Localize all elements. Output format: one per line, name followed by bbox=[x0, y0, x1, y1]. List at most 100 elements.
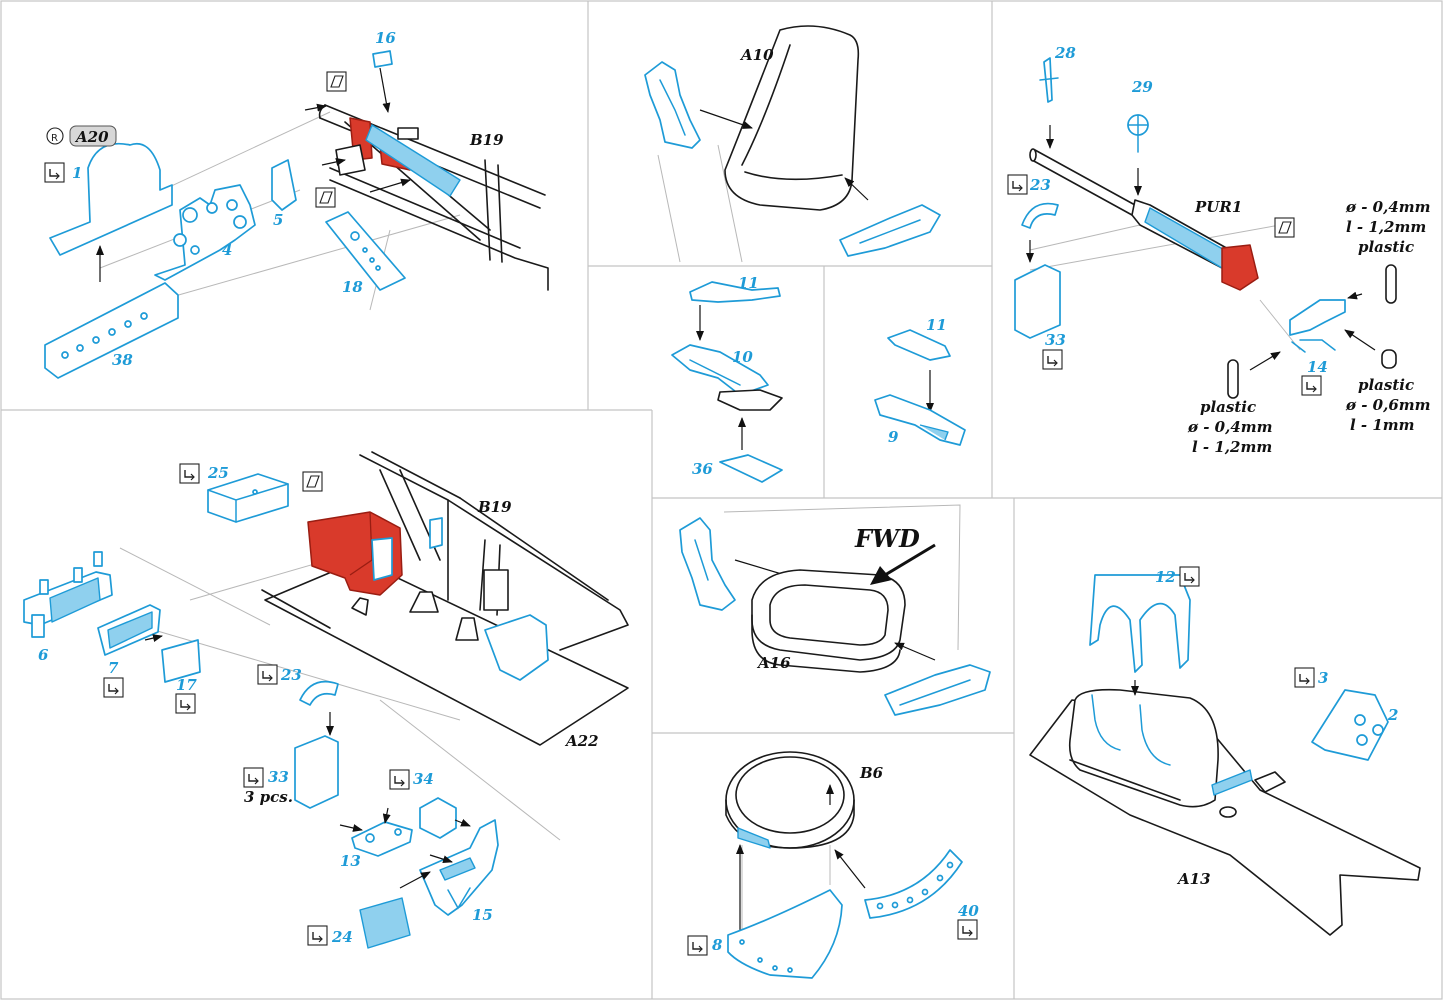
part-11-belt bbox=[689, 281, 781, 303]
part-36-pad bbox=[719, 454, 783, 483]
bend-symbol-icon bbox=[257, 664, 278, 685]
quantity-label: 3 pcs. bbox=[244, 788, 293, 806]
part-pur1-label: PUR1 bbox=[1194, 198, 1242, 216]
panel-cockpit: B19 A22 25 6 7 17 23 33 3 pcs. bbox=[23, 451, 629, 949]
plastic-pin-upper bbox=[1385, 264, 1397, 304]
part-34-label: 34 bbox=[413, 770, 434, 788]
part-28-label: 28 bbox=[1054, 44, 1076, 62]
part-17-label: 17 bbox=[176, 676, 197, 694]
part-25-label: 25 bbox=[207, 464, 229, 482]
part-23a-label: 23 bbox=[1029, 176, 1051, 194]
harness-left-b bbox=[679, 517, 736, 611]
part-11b-label: 11 bbox=[926, 316, 947, 334]
part-13-label: 13 bbox=[340, 852, 361, 870]
paint-symbol-icon bbox=[315, 187, 336, 208]
part-6-label: 6 bbox=[38, 646, 49, 664]
part-a16-label: A16 bbox=[756, 654, 791, 672]
floor-a22 bbox=[264, 559, 629, 746]
fwd-label: FWD bbox=[854, 524, 920, 553]
part-b19-mid-label: B19 bbox=[477, 498, 512, 516]
bend-symbol-icon bbox=[179, 463, 200, 484]
spec-lower-right-diameter: ø - 0,6mm bbox=[1345, 396, 1431, 414]
frame-b19-mid bbox=[359, 451, 629, 651]
bend-symbol-icon bbox=[1294, 667, 1315, 688]
panel-belts-left: 11 10 36 bbox=[671, 274, 783, 483]
spec-upper-length: l - 1,2mm bbox=[1346, 218, 1426, 236]
part-23-strap-b bbox=[299, 680, 339, 706]
spec-lower-right-length: l - 1mm bbox=[1350, 416, 1415, 434]
spec-upper-diameter: ø - 0,4mm bbox=[1345, 198, 1431, 216]
plastic-pin-lower bbox=[1227, 359, 1239, 399]
part-2-label: 2 bbox=[1387, 706, 1398, 724]
spec-lower-left-length: l - 1,2mm bbox=[1192, 438, 1272, 456]
part-11a-label: 11 bbox=[738, 274, 759, 292]
part-38-label: 38 bbox=[112, 351, 133, 369]
part-a20-label: A20 bbox=[74, 128, 109, 146]
red-part-gun-bracket bbox=[1221, 244, 1259, 291]
svg-text:R: R bbox=[51, 133, 58, 144]
part-14-label: 14 bbox=[1307, 358, 1328, 376]
part-a13-label: A13 bbox=[1176, 870, 1211, 888]
part-33-box bbox=[1014, 264, 1061, 339]
bend-symbol-icon bbox=[307, 925, 328, 946]
part-15-label: 15 bbox=[472, 906, 493, 924]
part-3-label: 3 bbox=[1318, 669, 1328, 687]
part-8-strap bbox=[727, 889, 843, 979]
seat-a10 bbox=[724, 25, 860, 211]
panel-seat: A10 bbox=[644, 25, 941, 263]
part-33a-label: 33 bbox=[1045, 331, 1066, 349]
part-16-label: 16 bbox=[375, 29, 396, 47]
part-4-label: 4 bbox=[222, 241, 232, 259]
part-1-panel bbox=[49, 142, 173, 256]
part-b19-top-label: B19 bbox=[469, 131, 504, 149]
bend-symbol-icon bbox=[44, 162, 65, 183]
part-15-installed bbox=[484, 614, 549, 681]
part-7-label: 7 bbox=[108, 659, 119, 677]
part-a22-label: A22 bbox=[564, 732, 599, 750]
harness-right bbox=[839, 204, 941, 257]
part-b6-label: B6 bbox=[859, 764, 884, 782]
panel-gun: PUR1 28 29 23 33 14 ø - 0,4mm l - 1,2mm bbox=[1007, 44, 1431, 456]
part-5-bracket bbox=[271, 159, 297, 211]
part-33-box-b bbox=[294, 735, 339, 809]
part-25-box bbox=[207, 473, 289, 523]
part-9-label: 9 bbox=[888, 428, 899, 446]
part-17-plate bbox=[161, 639, 201, 683]
part-24-label: 24 bbox=[331, 928, 353, 946]
bend-symbol-icon bbox=[1007, 174, 1028, 195]
spec-lower-left-material: plastic bbox=[1200, 398, 1256, 416]
panel-ring-b6: B6 8 40 bbox=[687, 751, 979, 979]
part-34-box bbox=[419, 797, 457, 839]
part-23b-label: 23 bbox=[280, 666, 302, 684]
part-29-label: 29 bbox=[1131, 78, 1153, 96]
plastic-pin-short bbox=[1381, 349, 1397, 369]
part-5-label: 5 bbox=[273, 211, 283, 229]
part-1-label: 1 bbox=[72, 164, 82, 182]
part-36-label: 36 bbox=[692, 460, 713, 478]
pe-strip-fitted bbox=[365, 124, 461, 197]
part-12-label: 12 bbox=[1155, 568, 1176, 586]
bend-symbol-icon bbox=[687, 935, 708, 956]
part-a10-label: A10 bbox=[739, 46, 774, 64]
ring-a16 bbox=[751, 569, 906, 661]
part-10-label: 10 bbox=[732, 348, 753, 366]
bend-symbol-icon bbox=[389, 769, 410, 790]
part-33b-label: 33 bbox=[268, 768, 289, 786]
paint-symbol-icon bbox=[302, 471, 323, 492]
part-40-strip bbox=[864, 849, 963, 919]
r-circle-icon bbox=[46, 127, 64, 145]
panel-belts-right: 11 9 bbox=[874, 316, 966, 446]
bend-symbol-icon bbox=[957, 919, 978, 940]
part-16-plate bbox=[372, 50, 393, 68]
panel-instrument: 16 1 A20 R 4 5 18 38 B19 bbox=[44, 29, 549, 379]
bend-symbol-icon bbox=[175, 693, 196, 714]
bend-symbol-icon bbox=[243, 767, 264, 788]
panel-ring-a16: A16 FWD bbox=[679, 504, 991, 716]
part-10-belt bbox=[671, 344, 769, 396]
paint-symbol-icon bbox=[326, 71, 347, 92]
part-13-plate bbox=[351, 821, 413, 857]
part-2-bracket bbox=[1311, 689, 1389, 761]
part-23-strap bbox=[1021, 202, 1059, 229]
